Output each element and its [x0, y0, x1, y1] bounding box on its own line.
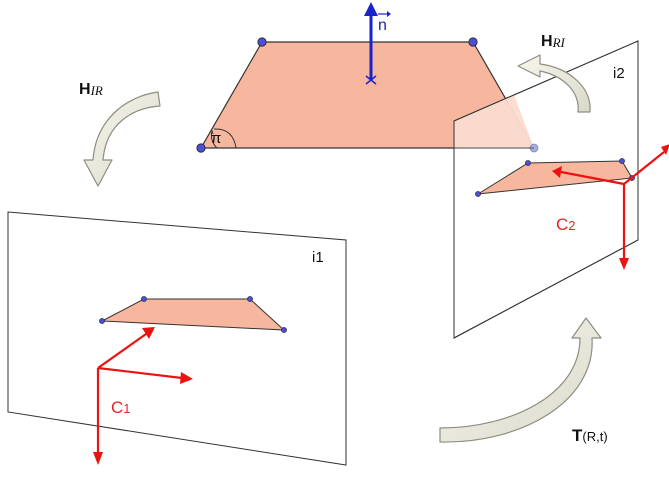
transform-arrow	[439, 317, 602, 443]
camera-1-label: C1	[111, 398, 131, 417]
normal-vector-label: n	[378, 17, 387, 34]
plane-vertex	[196, 143, 206, 153]
image-plane-2: i2	[453, 40, 639, 339]
projected-vertex	[619, 158, 625, 164]
normal-vector: n	[364, 2, 391, 85]
plane-angle-arc	[210, 129, 218, 149]
homography-ri-arrow	[517, 54, 591, 113]
homography-ir-arrow	[83, 91, 161, 187]
transform-label: T(R,t)	[572, 426, 608, 445]
projected-vertex	[247, 296, 253, 302]
projected-vertex	[99, 318, 105, 324]
projected-vertex	[281, 327, 287, 333]
projected-vertex	[141, 296, 147, 302]
image-plane-2-label: i2	[613, 65, 625, 82]
plane-vertex	[468, 37, 478, 47]
camera-1-axes	[93, 327, 193, 465]
homography-ri-label: HRI	[541, 33, 566, 50]
projected-vertex	[525, 160, 531, 166]
plane-angle-label: π	[211, 130, 221, 147]
homography-ir-label: HIR	[79, 81, 103, 98]
camera-2-label: C2	[556, 215, 576, 234]
image-plane-1-label: i1	[312, 249, 324, 266]
projected-vertex	[475, 191, 481, 197]
image-plane-1: i1	[7, 211, 347, 466]
plane-vertex	[257, 37, 267, 47]
camera-2-axes	[552, 144, 669, 270]
